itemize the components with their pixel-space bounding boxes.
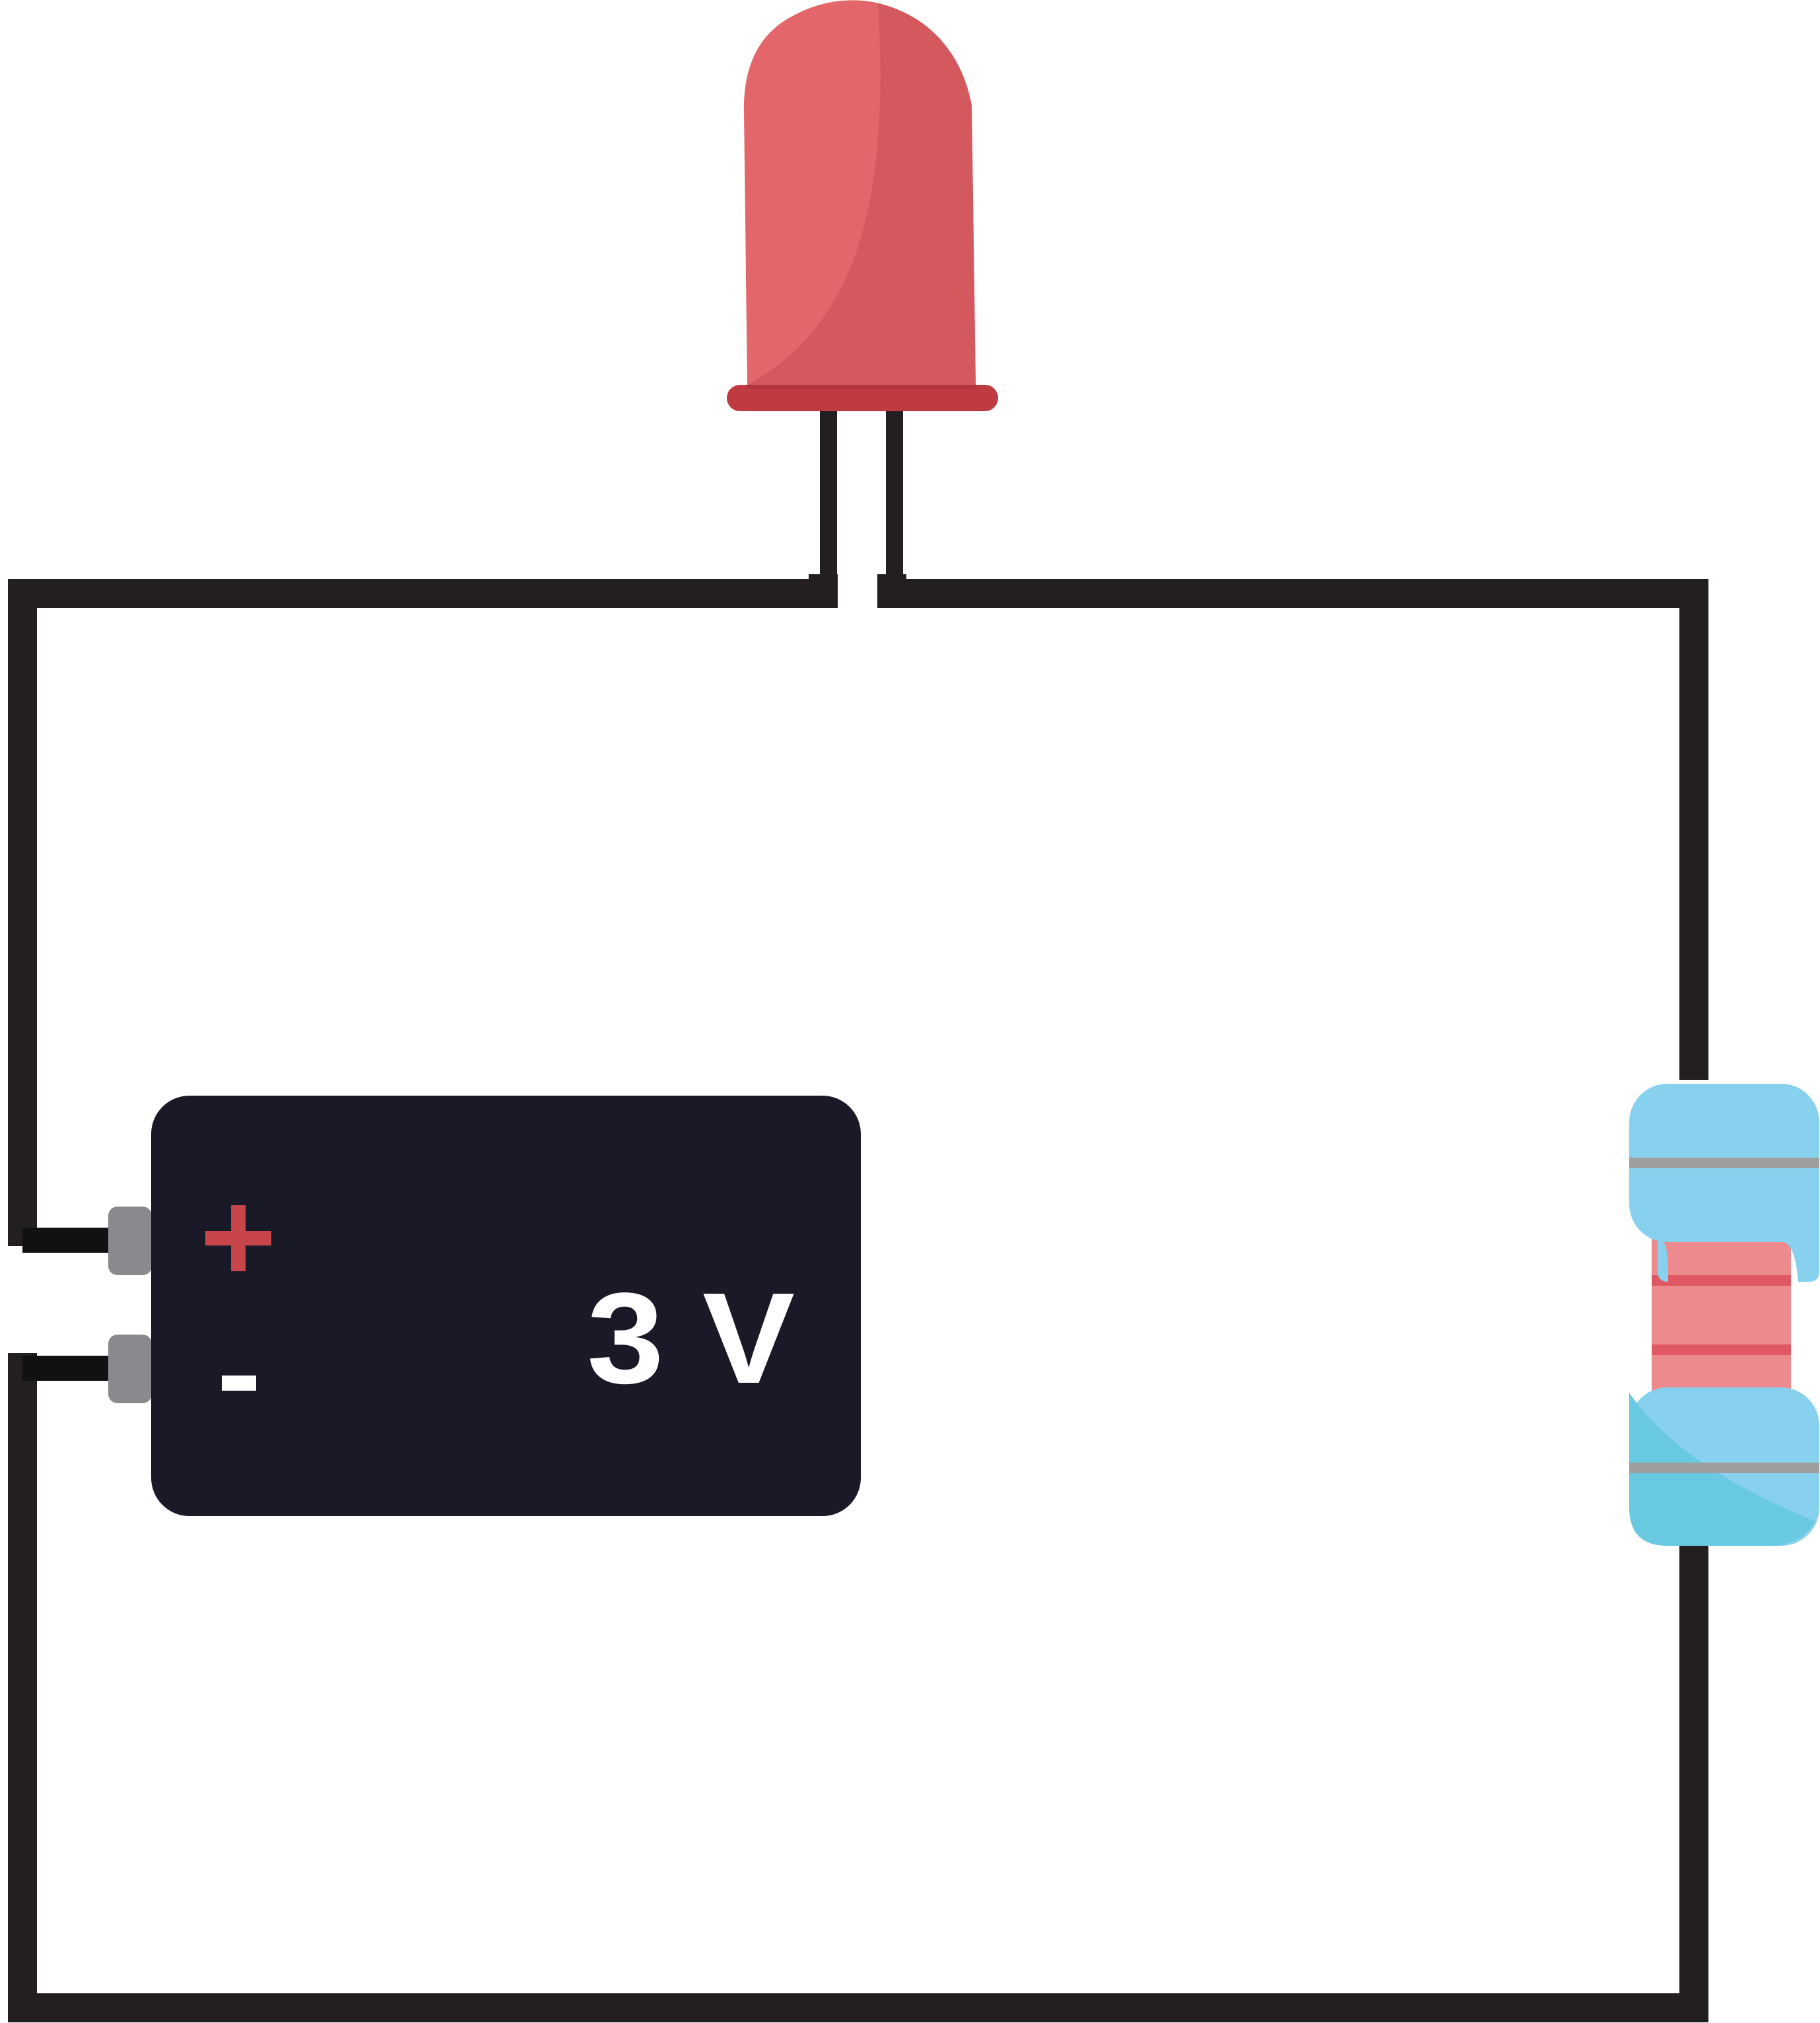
led-dome-shade (747, 3, 976, 385)
wire-top-left (8, 574, 838, 1246)
positive-lead (22, 1228, 115, 1253)
resistor-icon (1629, 1084, 1819, 1546)
wire-bottom (8, 1353, 1708, 2022)
resistor-cap-top-band (1629, 1158, 1819, 1168)
negative-symbol (222, 1376, 256, 1391)
led-base (727, 385, 998, 411)
positive-symbol (205, 1205, 271, 1271)
circuit-wires (8, 574, 1708, 2022)
battery-leads (22, 1228, 115, 1381)
led-leg-right (886, 399, 903, 581)
negative-terminal (108, 1335, 152, 1403)
wire-top-right (877, 574, 1708, 1080)
positive-terminal (108, 1207, 152, 1275)
resistor-cap-bottom-shade (1629, 1393, 1815, 1546)
resistor-body (1652, 1234, 1791, 1393)
resistor-band-2 (1652, 1344, 1791, 1355)
resistor-cap-bottom-band (1629, 1463, 1819, 1473)
battery-icon: 3 V (108, 1096, 861, 1516)
led-icon (727, 0, 998, 581)
battery-voltage-label: 3 V (587, 1266, 795, 1410)
battery-body (151, 1096, 861, 1516)
resistor-band-1 (1652, 1275, 1791, 1286)
led-leg-left (820, 399, 837, 581)
negative-lead (22, 1356, 115, 1381)
